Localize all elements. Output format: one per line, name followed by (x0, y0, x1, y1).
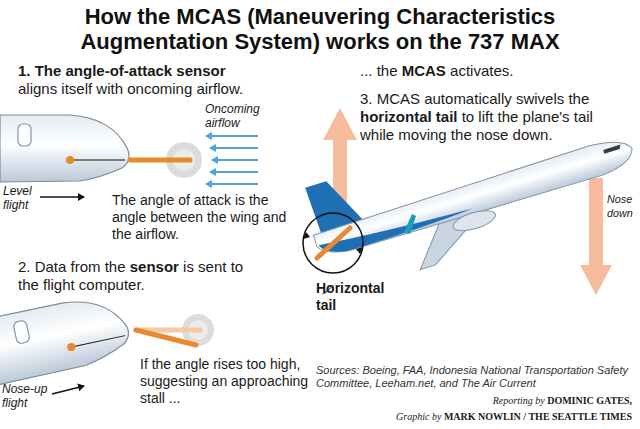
illustration-part (18, 124, 31, 146)
label-text: Reporting by (493, 395, 545, 406)
text-block: Nose down (607, 192, 639, 220)
label-text: sensor (130, 258, 179, 275)
text-block: 3. MCAS automatically swivels the horizo… (360, 90, 620, 144)
noseup-flight-arrow (52, 386, 84, 394)
illustration-part (0, 291, 134, 390)
737-max-plane (290, 93, 640, 300)
illustration-part (13, 320, 30, 344)
illustration-part (136, 330, 196, 345)
label-text: 3. MCAS automatically swivels the (360, 90, 589, 107)
label-text: Nose-up flight (2, 382, 47, 410)
illustration-part (210, 171, 258, 173)
label-text: Nose down (607, 193, 633, 219)
illustration-part (317, 228, 350, 258)
winglet (404, 214, 416, 234)
illustration-part (130, 158, 190, 163)
illustration-part (206, 183, 258, 185)
illustration-part (67, 342, 76, 351)
label-text: 1. The angle-of-attack sensor (18, 62, 318, 80)
label-text: aligns itself with oncoming airflow. (18, 80, 318, 98)
label-text: activates. (450, 62, 513, 79)
illustration-part (66, 156, 74, 164)
illustration-part (303, 213, 363, 273)
label-text: MARK NOWLIN / THE SEATTLE TIMES (444, 411, 632, 422)
aoa-sensor-level (130, 142, 202, 178)
label-text: 2. Data from the (18, 258, 126, 275)
illustration-part (319, 199, 474, 259)
illustration-part (356, 247, 363, 254)
aoa-sensor-noseup (136, 314, 214, 346)
label-text: horizontal tail (360, 108, 458, 125)
text-block: Nose-up flight (2, 382, 52, 410)
airflow-arrows (206, 136, 258, 184)
label-text: If the angle rises too high, suggesting … (140, 356, 308, 406)
text-block: Horizontal tail (316, 280, 401, 314)
label-text: The angle of attack is the angle between… (112, 192, 286, 242)
text-block: If the angle rises too high, suggesting … (140, 356, 315, 407)
text-block: Graphic by MARK NOWLIN / THE SEATTLE TIM… (250, 410, 632, 423)
label-text: Horizontal tail (316, 280, 384, 313)
illustration-part (206, 135, 258, 137)
level-plane-nose (0, 115, 129, 182)
label-text: MCAS (402, 62, 446, 79)
text-block: Reporting by DOMINIC GATES, (250, 394, 632, 407)
label-text: Oncoming airflow (205, 102, 260, 130)
illustration-part (75, 336, 125, 347)
illustration-part (312, 134, 637, 261)
level-flight-arrow (40, 196, 84, 197)
text-block: ... the MCAS activates. (360, 62, 630, 80)
illustration-part (74, 160, 125, 161)
horizontal-tail-callout (303, 213, 363, 273)
text-block: Level flight (3, 184, 39, 212)
label-text: Graphic by (396, 411, 441, 422)
label-text: Level flight (3, 184, 32, 212)
text-block: Sources: Boeing, FAA, Indonesia National… (316, 364, 632, 390)
text-block: 2. Data from the sensor is sent to the f… (18, 258, 268, 294)
illustration-part (0, 115, 129, 182)
title: How the MCAS (Maneuvering Characteristic… (30, 4, 610, 54)
noseup-plane-nose (0, 291, 134, 390)
label-text: Sources: Boeing, FAA, Indonesia National… (316, 364, 628, 389)
text-block: Oncoming airflow (205, 102, 265, 130)
illustration-part (212, 159, 258, 161)
illustration-part (451, 207, 498, 235)
text-block: 1. The angle-of-attack sensoraligns itse… (18, 62, 318, 98)
label-text: DOMINIC GATES, (547, 395, 632, 406)
illustration-part (303, 232, 310, 239)
label-text: ... the (360, 62, 398, 79)
text-block: The angle of attack is the angle between… (112, 192, 302, 243)
illustration-part (603, 145, 621, 154)
illustration-part (210, 147, 258, 149)
